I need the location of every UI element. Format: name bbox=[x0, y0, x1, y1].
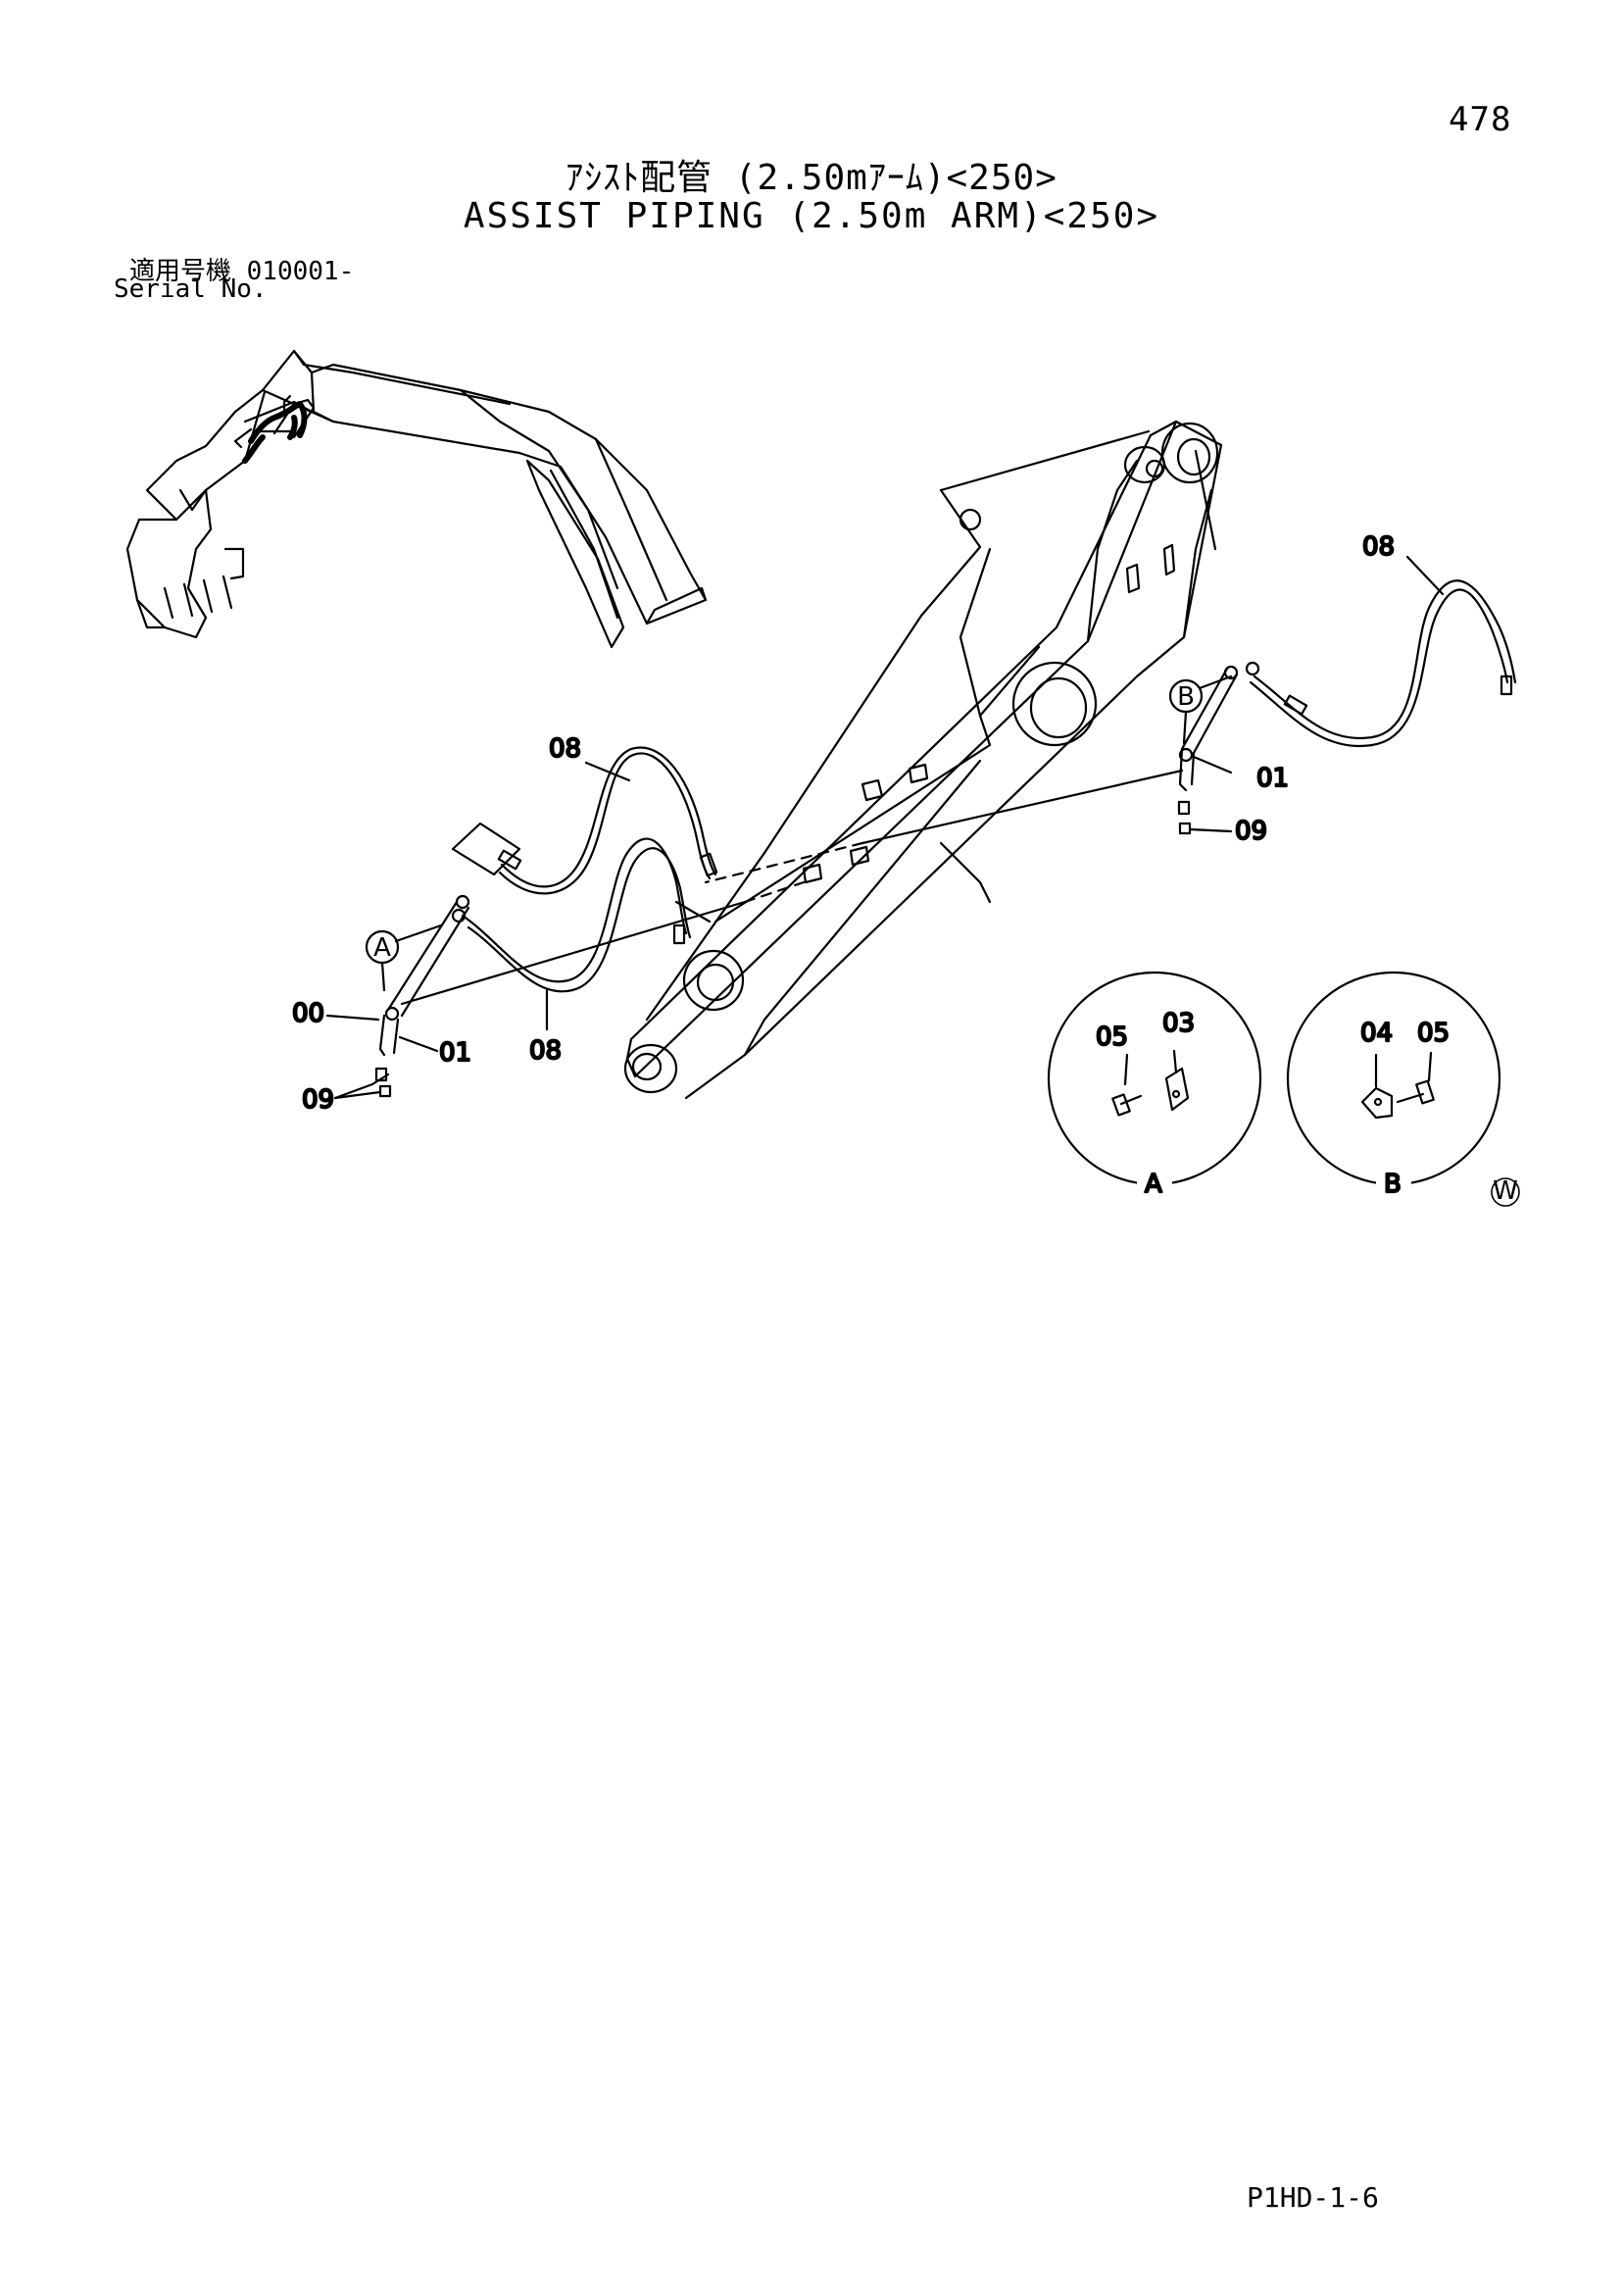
callout-hose-left-lower: 08 bbox=[529, 1036, 562, 1066]
callout-pipe-left: 01 bbox=[439, 1038, 471, 1068]
marker-b bbox=[1168, 674, 1233, 745]
leader-left-dashed bbox=[743, 880, 806, 904]
connector-plate bbox=[451, 822, 521, 876]
serial-label-english: Serial No. bbox=[114, 275, 268, 304]
leader-08-left bbox=[584, 761, 631, 782]
leader-01-left bbox=[398, 1035, 439, 1053]
leader-08-top bbox=[1405, 555, 1445, 596]
marker-b-label: B bbox=[1177, 682, 1195, 712]
leader-right-dashed bbox=[704, 841, 864, 884]
callout-hose-top: 08 bbox=[1362, 532, 1395, 562]
marker-a bbox=[365, 923, 443, 992]
leader-00 bbox=[325, 1014, 380, 1022]
leader-left bbox=[400, 900, 747, 1006]
w-symbol-label: W bbox=[1493, 1176, 1518, 1206]
callout-pipe-right: 01 bbox=[1256, 764, 1289, 793]
serial-label-japanese: 適用号機 010001- bbox=[129, 257, 355, 286]
leader-01-right bbox=[1192, 755, 1233, 774]
title-english: ASSIST PIPING (2.50m ARM)<250> bbox=[463, 196, 1160, 236]
callout-hose-left: 08 bbox=[549, 734, 581, 764]
hose-left-upper bbox=[497, 746, 718, 895]
leader-09-left-b bbox=[333, 1090, 382, 1100]
callout-assembly: 00 bbox=[292, 999, 324, 1028]
leader-right bbox=[861, 769, 1184, 845]
detail-a-part-clamp: 03 bbox=[1162, 1009, 1195, 1038]
detail-b bbox=[1286, 971, 1501, 1186]
leader-09-left bbox=[333, 1073, 390, 1100]
detail-a bbox=[1047, 971, 1262, 1186]
detail-a-label: A bbox=[1145, 1170, 1162, 1199]
pipe-assembly-left bbox=[374, 894, 470, 1098]
callout-bolt-right: 09 bbox=[1235, 817, 1267, 846]
detail-b-label-bg bbox=[1376, 1169, 1411, 1196]
page-number: 478 bbox=[1449, 100, 1512, 139]
hose-right bbox=[1249, 579, 1517, 748]
detail-a-label-bg bbox=[1137, 1169, 1172, 1196]
title-japanese: ｱｼｽﾄ配管 (2.50mｱｰﾑ)<250> bbox=[566, 158, 1057, 198]
detail-b-label: B bbox=[1384, 1170, 1402, 1199]
hose-left-lower bbox=[461, 837, 692, 993]
excavator-overview bbox=[125, 349, 708, 649]
detail-b-part-clamp: 04 bbox=[1360, 1019, 1393, 1048]
drawing-code: P1HD-1-6 bbox=[1247, 2181, 1379, 2214]
w-symbol-circle bbox=[1491, 1177, 1520, 1207]
arm-body bbox=[623, 420, 1223, 1100]
detail-a-part-bolt: 05 bbox=[1096, 1023, 1128, 1052]
pipe-assembly-right bbox=[1177, 661, 1260, 835]
overview-hose-highlight bbox=[242, 401, 308, 464]
callout-bolt-left: 09 bbox=[302, 1085, 334, 1115]
marker-a-label: A bbox=[373, 933, 391, 963]
leader-09-right bbox=[1188, 827, 1233, 833]
detail-b-part-bolt: 05 bbox=[1417, 1019, 1450, 1048]
